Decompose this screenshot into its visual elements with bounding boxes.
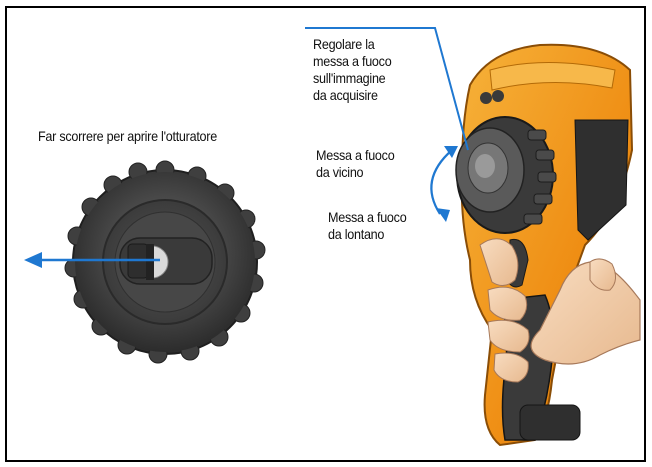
focus-callout-line bbox=[305, 27, 469, 151]
near-focus-line-2: da vicino bbox=[316, 164, 364, 180]
near-focus-line-1: Messa a fuoco bbox=[316, 147, 395, 163]
shutter-direction-arrow bbox=[24, 252, 160, 268]
diagram-frame bbox=[5, 6, 646, 462]
focus-direction-arrow bbox=[430, 146, 458, 222]
lens-front-view bbox=[64, 160, 266, 364]
focus-adjust-line-3: sull'immagine bbox=[313, 70, 386, 86]
far-focus-line-2: da lontano bbox=[328, 226, 385, 242]
focus-ring[interactable] bbox=[455, 116, 557, 234]
focus-adjust-line-4: da acquisire bbox=[313, 87, 378, 103]
focus-adjust-line-1: Regolare la bbox=[313, 36, 375, 52]
far-focus-line-1: Messa a fuoco bbox=[328, 209, 407, 225]
hand bbox=[479, 238, 641, 383]
focus-adjust-line-2: messa a fuoco bbox=[313, 53, 392, 69]
shutter-label: Far scorrere per aprire l'otturatore bbox=[38, 128, 217, 144]
shutter-slider[interactable] bbox=[119, 237, 213, 285]
battery-latch bbox=[519, 404, 581, 441]
